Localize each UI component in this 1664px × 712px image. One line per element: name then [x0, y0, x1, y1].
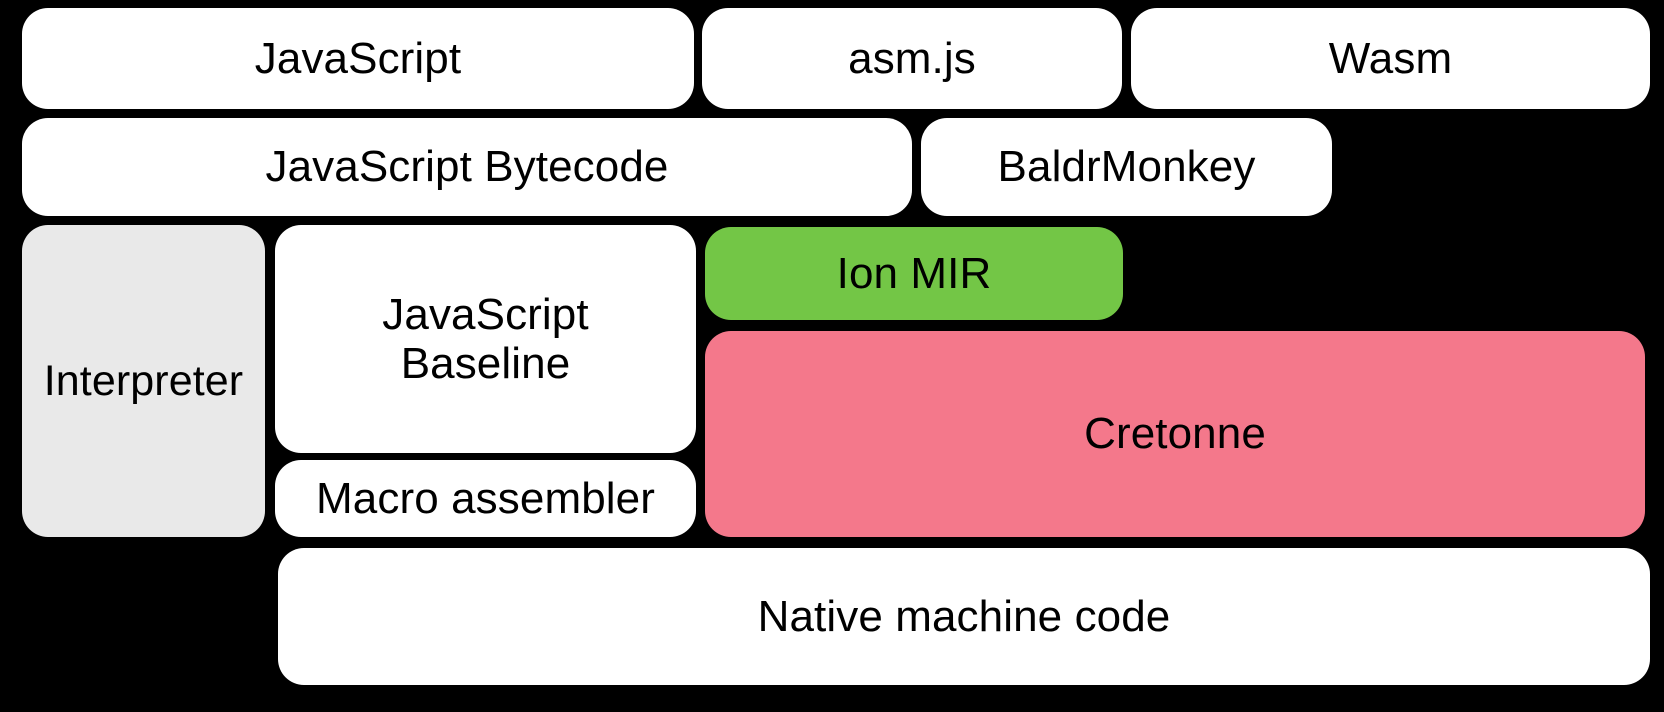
box-ion-mir[interactable]: Ion MIR	[705, 227, 1123, 320]
box-wasm[interactable]: Wasm	[1131, 8, 1650, 109]
box-macro-assembler[interactable]: Macro assembler	[275, 460, 696, 537]
box-javascript-baseline[interactable]: JavaScript Baseline	[275, 225, 696, 453]
box-native-machine-code[interactable]: Native machine code	[278, 548, 1650, 685]
box-cretonne[interactable]: Cretonne	[705, 331, 1645, 537]
box-javascript[interactable]: JavaScript	[22, 8, 694, 109]
box-interpreter[interactable]: Interpreter	[22, 225, 265, 537]
box-javascript-bytecode[interactable]: JavaScript Bytecode	[22, 118, 912, 216]
box-asmjs[interactable]: asm.js	[702, 8, 1122, 109]
box-baldrmonkey[interactable]: BaldrMonkey	[921, 118, 1332, 216]
